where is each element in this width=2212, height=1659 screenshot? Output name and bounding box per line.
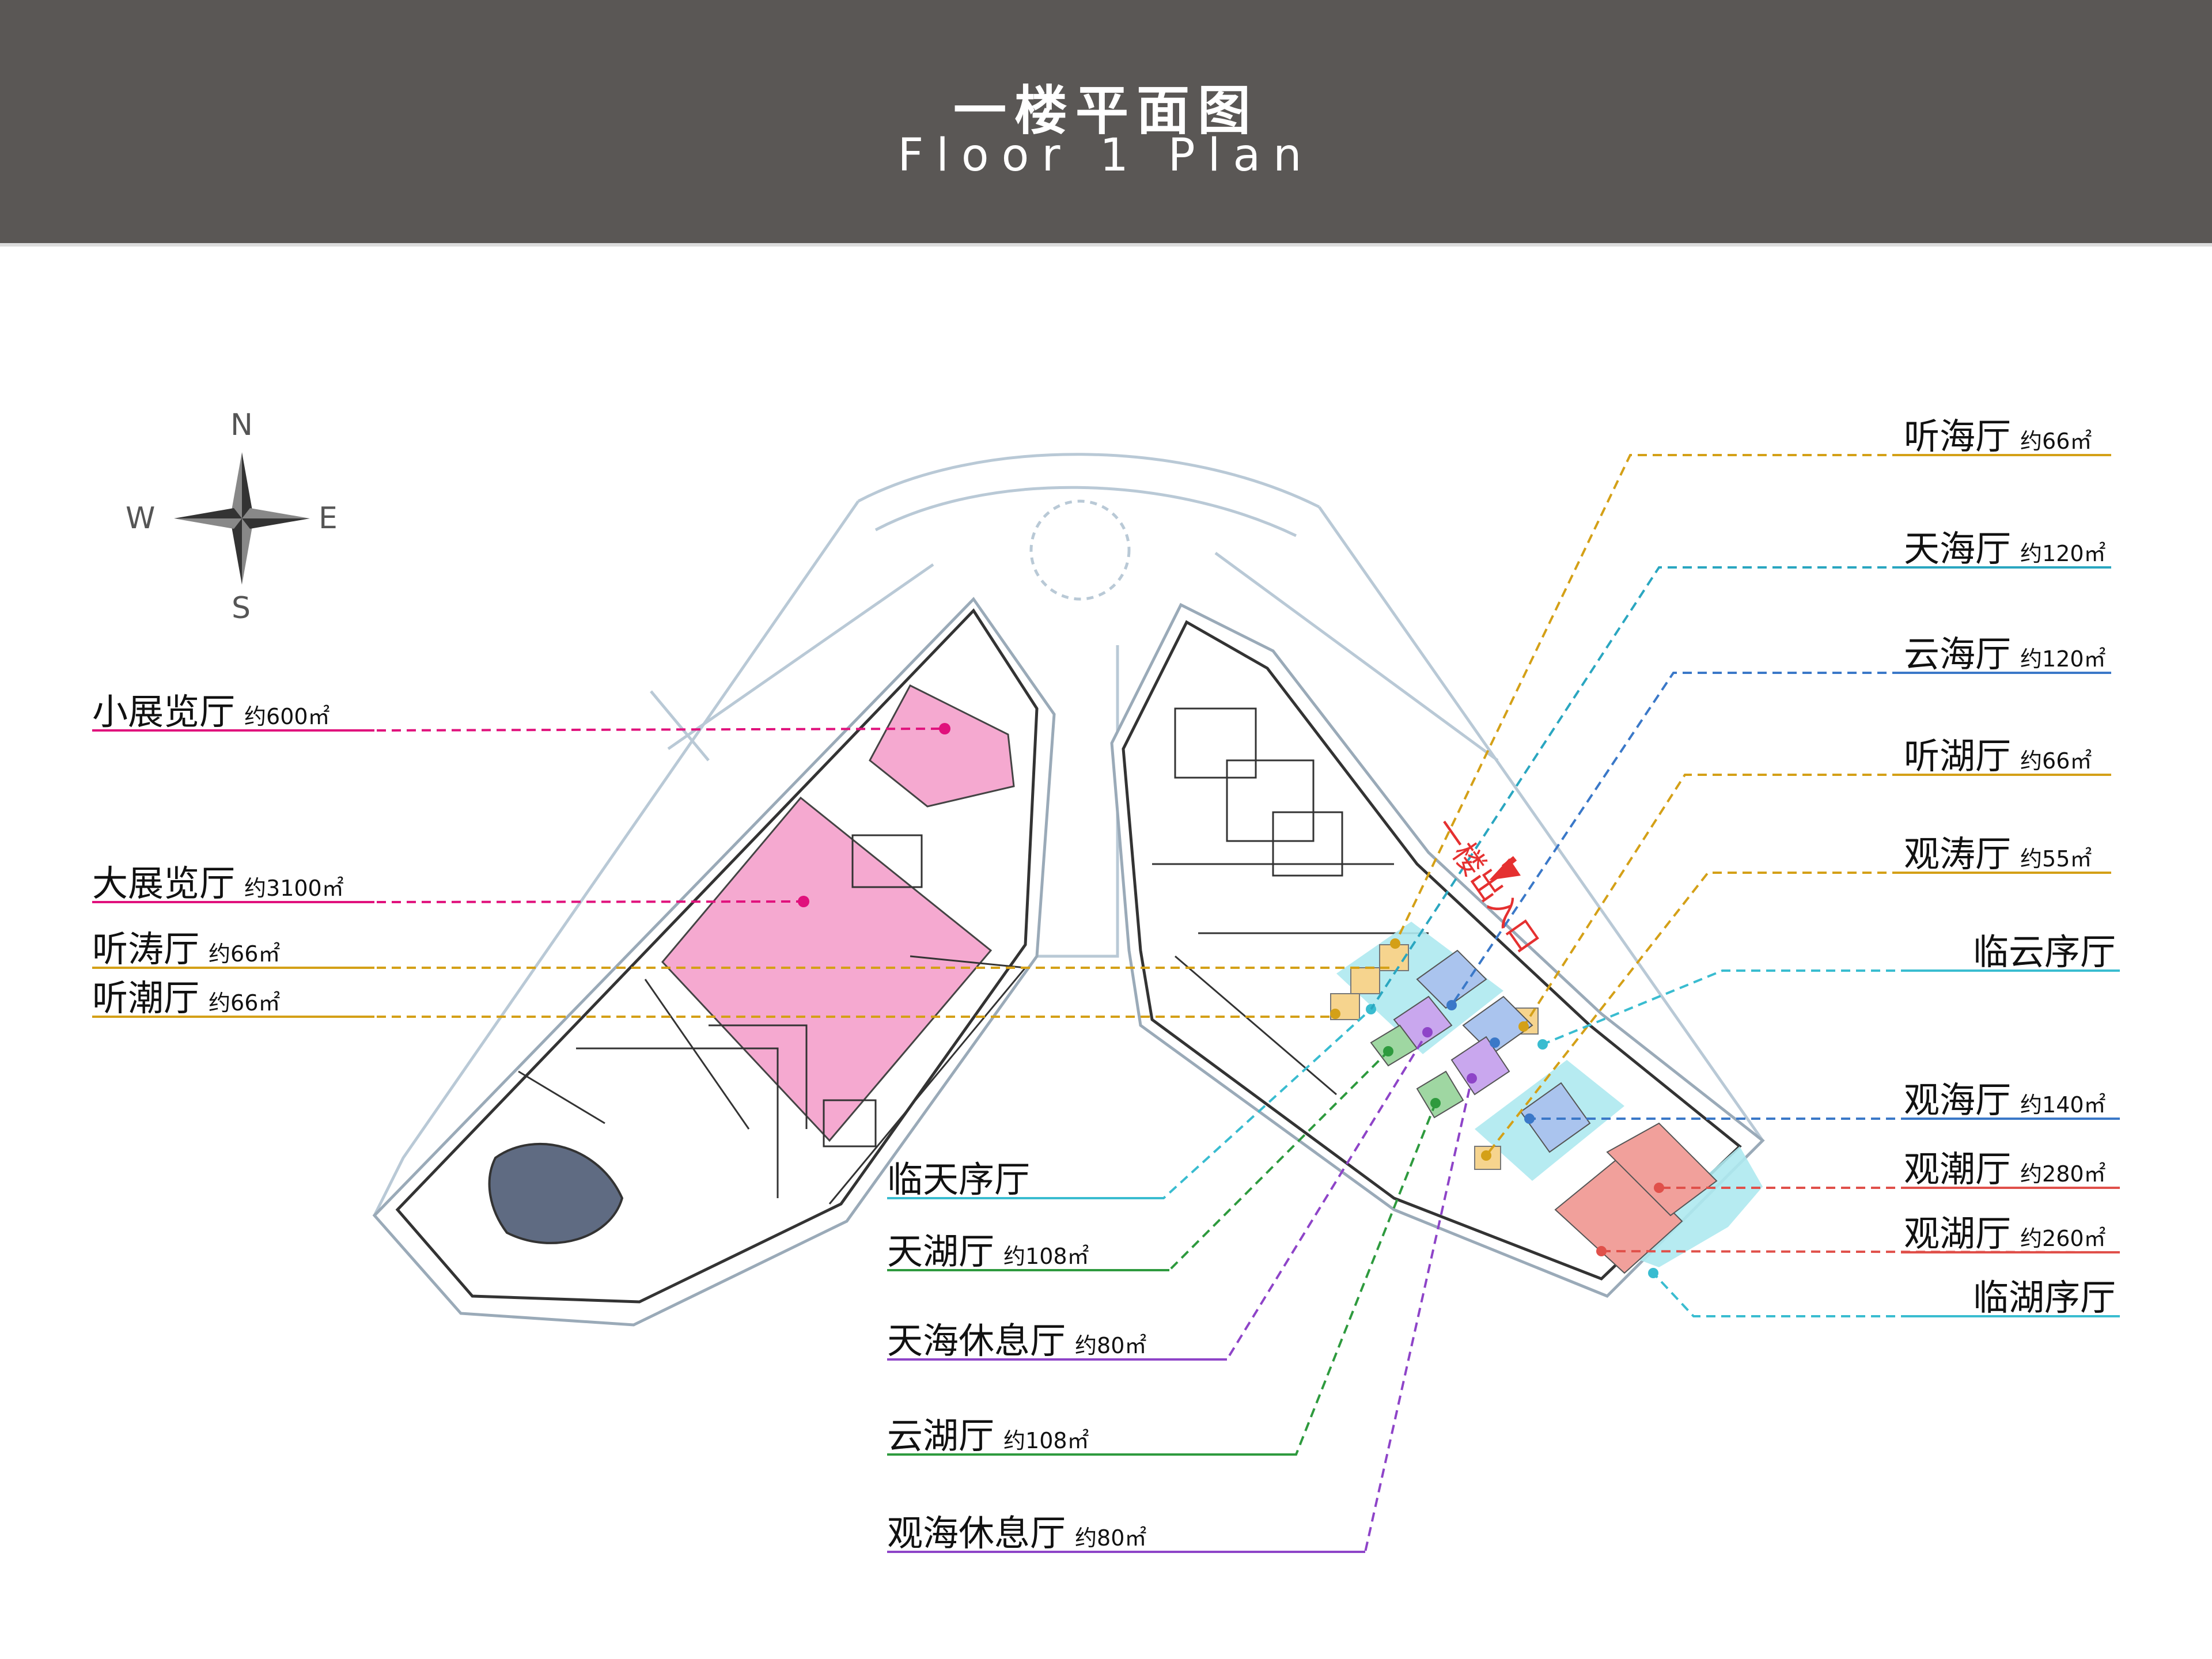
label-tingtao-hall: 听涛厅约66㎡: [92, 928, 281, 970]
header-divider: [0, 243, 2212, 247]
label-guanhai-lounge: 观海休息厅约80㎡: [887, 1512, 1147, 1554]
label-linyun-foyer: 临云序厅: [1973, 931, 2116, 973]
label-guanhai-hall: 观海厅约140㎡: [1904, 1079, 2106, 1121]
label-small-exhibition-hall: 小展览厅约600㎡: [92, 691, 330, 733]
label-linhu-foyer: 临湖序厅: [1973, 1277, 2116, 1319]
label-tingchao-hall: 听潮厅约66㎡: [92, 977, 281, 1019]
leader-lines: [92, 454, 2120, 1553]
label-yunhu-hall: 云湖厅约108㎡: [887, 1415, 1089, 1457]
label-lintian-foyer: 临天序厅: [887, 1158, 1031, 1200]
label-guanchao-hall: 观潮厅约280㎡: [1904, 1148, 2106, 1190]
label-tianhai-hall: 天海厅约120㎡: [1904, 528, 2106, 570]
large-exhibition-hall-area: [661, 796, 993, 1142]
page-title: 一楼平面图: [953, 80, 1259, 142]
label-guanhu-hall: 观湖厅约260㎡: [1904, 1213, 2106, 1255]
site-outline: [373, 453, 1764, 1217]
theatre-seating: [488, 1142, 624, 1244]
label-tinghai-hall: 听海厅约66㎡: [1904, 415, 2092, 457]
west-wing: [372, 597, 1056, 1327]
compass-icon: [174, 452, 310, 585]
compass-west-label: W: [126, 501, 156, 536]
header-banner: 一楼平面图 Floor 1 Plan: [0, 0, 2212, 243]
small-exhibition-hall-area: [869, 684, 1015, 808]
label-tianhai-lounge: 天海休息厅约80㎡: [887, 1320, 1147, 1362]
corridor-linyun: [1336, 922, 1503, 1054]
compass-east-label: E: [319, 501, 338, 536]
east-wing: [1110, 603, 1765, 1298]
compass-south-label: S: [232, 591, 251, 626]
label-underlines: [92, 454, 2120, 1553]
entrance-arrow-icon: [1489, 856, 1521, 880]
label-tinghu-hall: 听湖厅约66㎡: [1904, 735, 2092, 777]
compass-north-label: N: [230, 408, 253, 442]
label-guantao-hall: 观涛厅约55㎡: [1904, 833, 2092, 875]
page-subtitle: Floor 1 Plan: [897, 130, 1315, 181]
label-tianhu-hall: 天湖厅约108㎡: [887, 1230, 1089, 1272]
label-yunhai-hall: 云海厅约120㎡: [1904, 633, 2106, 675]
label-large-exhibition-hall: 大展览厅约3100㎡: [92, 862, 344, 904]
